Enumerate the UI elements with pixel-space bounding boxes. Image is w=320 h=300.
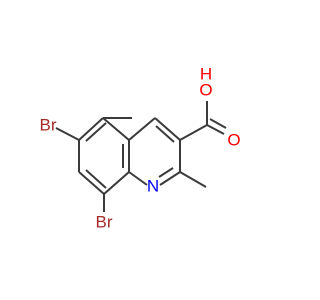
bond-c5-c4-inner: [85, 122, 107, 142]
bond-c7-c8-inner: [155, 125, 175, 143]
bond-c6-c5-link: [102, 117, 130, 141]
molecule-diagram: Br Br N O H O: [39, 64, 241, 232]
carbonyl-oxygen-label: O: [227, 130, 240, 149]
bond-c6-c7: [128, 117, 156, 141]
bromine-bottom-label: Br: [96, 212, 113, 231]
bond-c9-methyl: [179, 171, 207, 188]
structure-canvas: Br Br N O H O: [40, 64, 241, 231]
atom-label-layer: Br Br N O H O: [40, 64, 241, 231]
bond-carboxyl-double-o-b: [209, 118, 227, 129]
hydroxyl-oxygen-label: O: [199, 80, 212, 99]
nitrogen-label: N: [147, 176, 159, 195]
bond-c3-c2-inner: [85, 169, 107, 189]
bond-c5-c4: [78, 117, 104, 141]
bond-c9-n: [159, 171, 181, 186]
hydroxyl-hydrogen-label: H: [200, 64, 212, 83]
bond-c7-c8: [154, 117, 181, 141]
bond-c8-carboxyl: [179, 124, 208, 141]
bond-n-c1: [128, 171, 148, 186]
bond-c3-c2: [78, 171, 105, 195]
bond-c2-c1: [103, 171, 130, 195]
bond-carboxyl-double-o-a: [206, 124, 225, 135]
bond-c4-br-top: [55, 127, 80, 141]
bond-layer: [55, 101, 227, 212]
bond-c9-n-inner: [158, 167, 174, 178]
bromine-top-label: Br: [40, 115, 57, 134]
